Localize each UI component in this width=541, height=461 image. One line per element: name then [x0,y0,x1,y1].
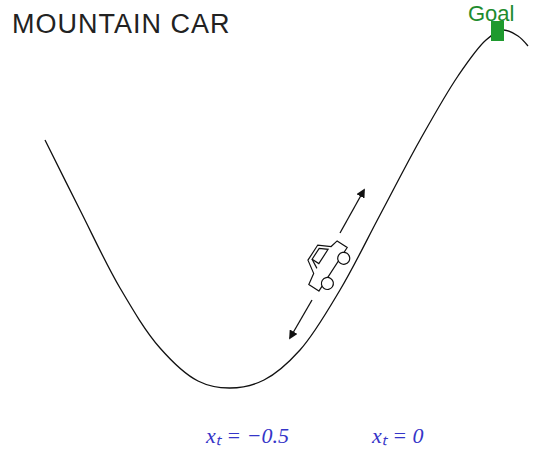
diagram-title: MOUNTAIN CAR [12,10,231,40]
goal-label: Goal [468,2,514,26]
mountain-curve [45,30,528,388]
push-arrow-up [340,190,364,233]
car-symbol [297,233,355,296]
position-label: xₜ = 0 [372,424,424,448]
push-arrow-down [290,300,312,338]
position-label: xₜ = −0.5 [206,424,289,448]
